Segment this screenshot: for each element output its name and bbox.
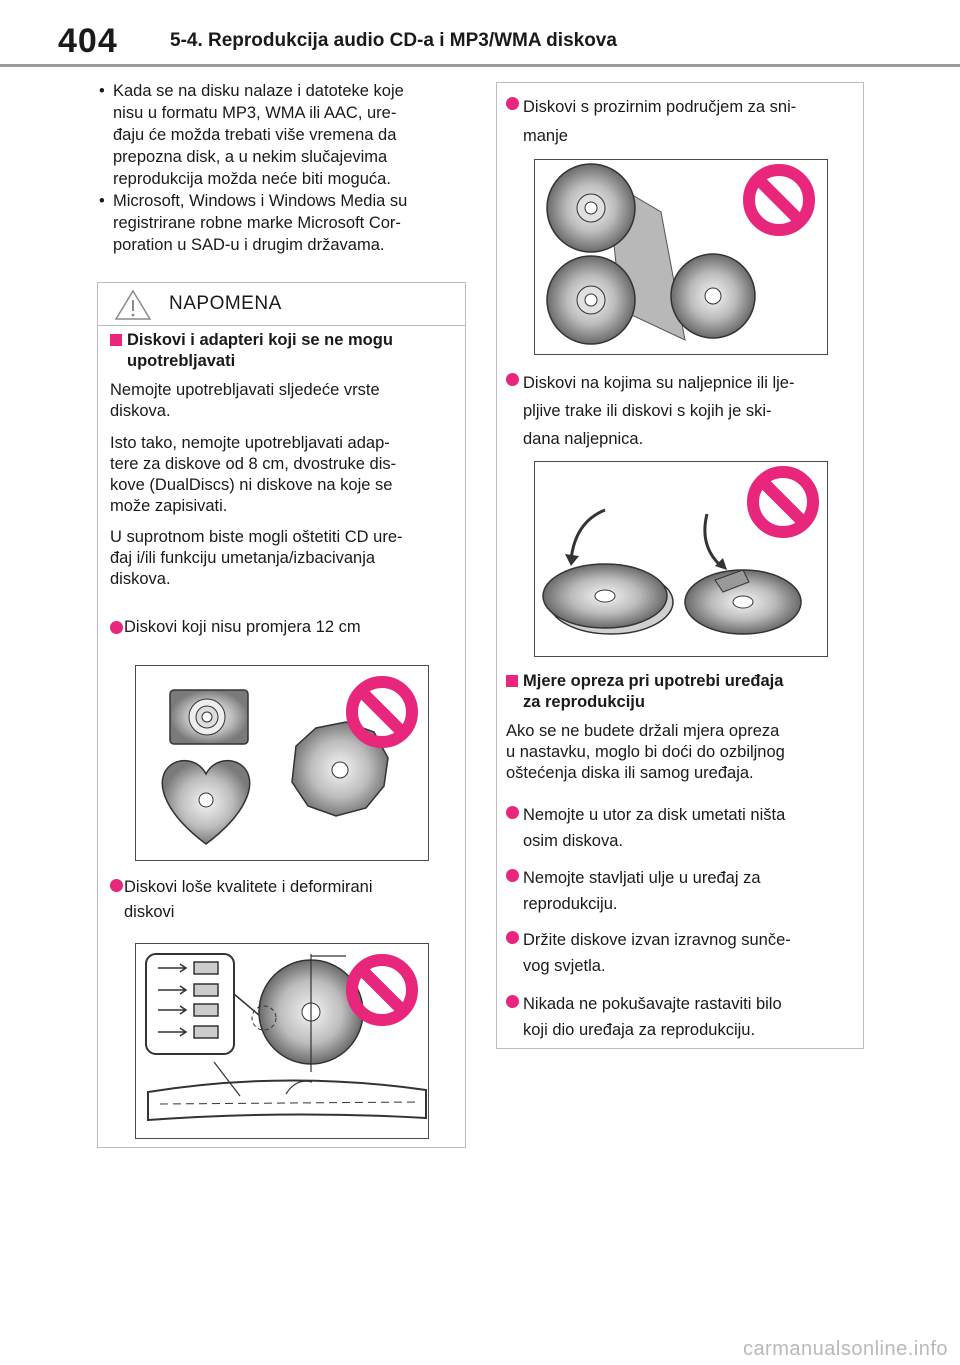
notice-panel-continued: Diskovi s prozirnim područjem za sni- ma…: [496, 82, 864, 1049]
notice-item-3: Diskovi s prozirnim područjem za sni- ma…: [523, 93, 796, 151]
figure-odd-shaped-discs: [135, 665, 429, 861]
line: prepozna disk, a u nekim slučajevima: [113, 148, 388, 166]
line: Diskovi na kojima su naljepnice ili lje-: [523, 374, 795, 392]
notice-paragraph-2: Isto tako, nemojte upotrebljavati adap- …: [110, 433, 396, 517]
circle-bullet: [506, 931, 519, 944]
line: Diskovi koji nisu promjera 12 cm: [124, 618, 361, 636]
line: diskova.: [110, 402, 171, 420]
line: Ako se ne budete držali mjera opreza: [506, 722, 780, 740]
line: manje: [523, 127, 568, 145]
line: Kada se na disku nalaze i datoteke koje: [113, 82, 404, 100]
figure-labeled-discs: [534, 461, 828, 657]
line: tere za diskove od 8 cm, dvostruke dis-: [110, 455, 397, 473]
circle-bullet: [506, 995, 519, 1008]
line: Diskovi s prozirnim područjem za sni-: [523, 98, 797, 116]
circle-bullet: [110, 879, 123, 892]
line: reprodukciju.: [523, 895, 618, 913]
circle-bullet: [506, 869, 519, 882]
line: Isto tako, nemojte upotrebljavati adap-: [110, 434, 390, 452]
line: poration u SAD-u i drugim državama.: [113, 236, 385, 254]
line: dana naljepnica.: [523, 430, 644, 448]
line: Diskovi loše kvalitete i deformirani: [124, 878, 373, 896]
line: Microsoft, Windows i Windows Media su: [113, 192, 408, 210]
notice-item-2: Diskovi loše kvalitete i deformirani dis…: [124, 875, 373, 925]
figure-deformed-discs: [135, 943, 429, 1139]
line: reprodukcija možda neće biti moguća.: [113, 170, 391, 188]
intro-bullet-1: • Kada se na disku nalaze i datoteke koj…: [97, 80, 472, 190]
intro-bullet-2: • Microsoft, Windows i Windows Media su …: [97, 190, 472, 256]
notice-header: NAPOMENA: [98, 283, 465, 326]
circle-bullet: [506, 806, 519, 819]
notice-item-1: Diskovi koji nisu promjera 12 cm: [124, 617, 361, 638]
line: pljive trake ili diskovi s kojih je ski-: [523, 402, 772, 420]
notice-heading-2: Mjere opreza pri upotrebi uređaja za rep…: [523, 671, 783, 713]
line: Nemojte stavljati ulje u uređaj za: [523, 869, 761, 887]
bullet-dot: •: [99, 82, 105, 100]
notice-item-6: Nemojte stavljati ulje u uređaj za repro…: [523, 865, 761, 917]
notice-item-5: Nemojte u utor za disk umetati ništa osi…: [523, 802, 785, 854]
line: može zapisivati.: [110, 497, 228, 515]
intro-bullets: • Kada se na disku nalaze i datoteke koj…: [97, 80, 472, 256]
line: Diskovi i adapteri koji se ne mogu: [127, 331, 393, 349]
page-number: 404: [58, 22, 118, 60]
line: đaju će možda trebati više vremena da: [113, 126, 397, 144]
notice-paragraph-3: U suprotnom biste mogli oštetiti CD ure-…: [110, 527, 403, 590]
notice-item-4: Diskovi na kojima su naljepnice ili lje-…: [523, 369, 794, 453]
line: Držite diskove izvan izravnog sunče-: [523, 931, 791, 949]
line: nisu u formatu MP3, WMA ili AAC, ure-: [113, 104, 397, 122]
bullet-dot: •: [99, 192, 105, 210]
line: đaj i/ili funkciju umetanja/izbacivanja: [110, 549, 376, 567]
line: registrirane robne marke Microsoft Cor-: [113, 214, 401, 232]
header-rule: [0, 64, 960, 67]
notice-heading: Diskovi i adapteri koji se ne mogu upotr…: [127, 330, 393, 372]
line: koji dio uređaja za reprodukciju.: [523, 1021, 756, 1039]
circle-bullet: [110, 621, 123, 634]
line: diskovi: [124, 903, 175, 921]
line: Nemojte upotrebljavati sljedeće vrste: [110, 381, 380, 399]
labeled-discs-illustration: [542, 466, 819, 635]
line: vog svjetla.: [523, 957, 606, 975]
square-bullet: [110, 334, 122, 346]
notice-paragraph-4: Ako se ne budete držali mjera opreza u n…: [506, 721, 785, 784]
notice-paragraph-1: Nemojte upotrebljavati sljedeće vrste di…: [110, 380, 380, 422]
notice-panel: NAPOMENA Diskovi i adapteri koji se ne m…: [97, 282, 466, 1148]
deformed-discs-illustration: [145, 953, 427, 1122]
line: Nemojte u utor za disk umetati ništa: [523, 806, 786, 824]
odd-shaped-discs-illustration: [161, 676, 418, 845]
notice-title: NAPOMENA: [169, 293, 282, 314]
square-bullet: [506, 675, 518, 687]
line: diskova.: [110, 570, 171, 588]
page-header: 404 5-4. Reprodukcija audio CD-a i MP3/W…: [0, 0, 960, 70]
watermark-link[interactable]: carmanualsonline.info: [742, 1338, 948, 1360]
notice-item-8: Nikada ne pokušavajte rastaviti bilo koj…: [523, 991, 782, 1043]
transparent-discs-illustration: [546, 163, 815, 345]
line: kove (DualDiscs) ni diskove na koje se: [110, 476, 393, 494]
circle-bullet: [506, 373, 519, 386]
circle-bullet: [506, 97, 519, 110]
line: za reprodukciju: [523, 693, 645, 711]
line: osim diskova.: [523, 832, 623, 850]
notice-item-7: Držite diskove izvan izravnog sunče- vog…: [523, 927, 791, 979]
figure-transparent-discs: [534, 159, 828, 355]
line: Mjere opreza pri upotrebi uređaja: [523, 672, 784, 690]
line: oštećenja diska ili samog uređaja.: [506, 764, 754, 782]
warning-triangle-icon: [114, 289, 152, 320]
line: U suprotnom biste mogli oštetiti CD ure-: [110, 528, 403, 546]
section-title: 5-4. Reprodukcija audio CD-a i MP3/WMA d…: [170, 30, 617, 51]
line: Nikada ne pokušavajte rastaviti bilo: [523, 995, 782, 1013]
line: u nastavku, moglo bi doći do ozbiljnog: [506, 743, 785, 761]
line: upotrebljavati: [127, 352, 236, 370]
